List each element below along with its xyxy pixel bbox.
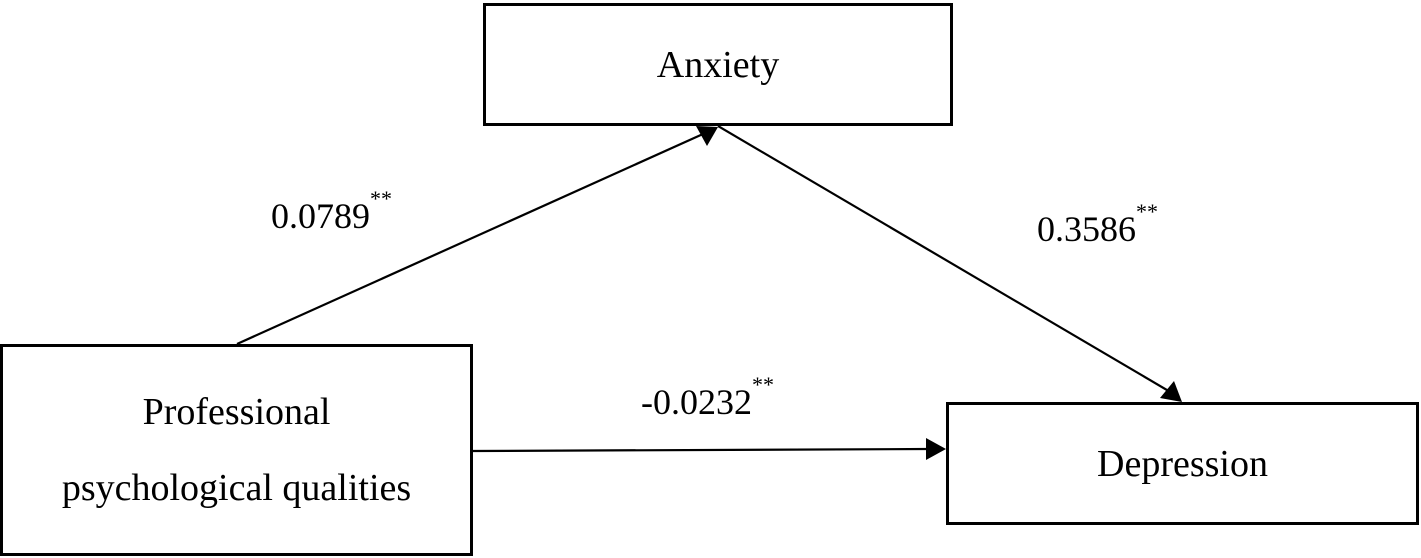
node-depression: Depression <box>946 402 1419 525</box>
edge-anxiety-to-depression <box>717 125 1173 394</box>
coefficient-value: -0.0232 <box>641 382 752 422</box>
node-predictor-label-line2: psychological qualities <box>61 467 412 509</box>
node-depression-label: Depression <box>1097 442 1268 485</box>
arrowhead-anxiety <box>696 126 718 146</box>
significance-marker: ** <box>1136 199 1158 224</box>
edge-predictor-to-anxiety <box>236 132 704 346</box>
node-professional-psychological-qualities: Professional psychological qualities <box>0 344 473 556</box>
node-predictor-label-line1: Professional <box>142 391 331 433</box>
coefficient-value: 0.3586 <box>1037 209 1136 249</box>
significance-marker: ** <box>752 372 774 397</box>
arrowhead-depression-left <box>926 438 946 460</box>
significance-marker: ** <box>370 186 392 211</box>
arrowhead-depression-top <box>1160 381 1182 402</box>
coefficient-predictor-to-anxiety: 0.0789** <box>271 188 392 236</box>
coefficient-value: 0.0789 <box>271 196 370 236</box>
coefficient-predictor-to-depression: -0.0232** <box>641 374 774 422</box>
node-anxiety-label: Anxiety <box>656 43 780 86</box>
edge-predictor-to-depression <box>472 447 929 453</box>
coefficient-anxiety-to-depression: 0.3586** <box>1037 201 1158 249</box>
node-anxiety: Anxiety <box>483 3 953 126</box>
